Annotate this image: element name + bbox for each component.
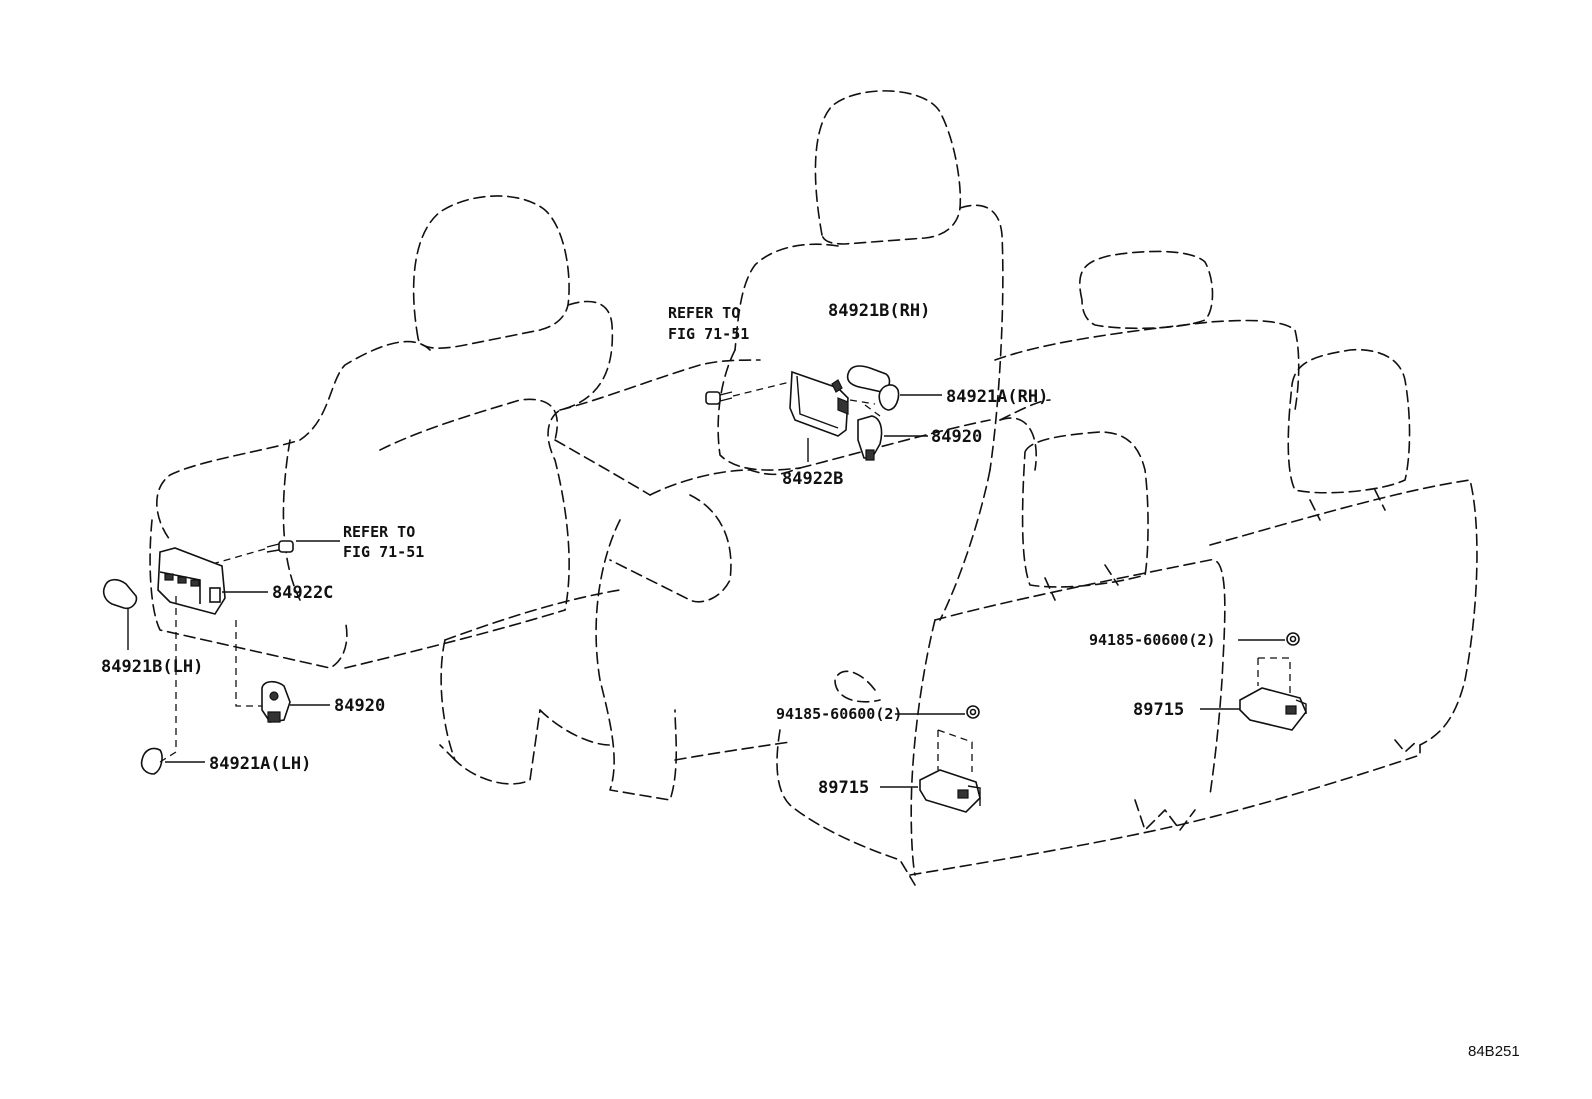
bracket-84922b: [789, 370, 849, 437]
cover-84921b-rh: [846, 365, 891, 393]
refer-to-label-left-line1: REFER TO: [343, 523, 415, 541]
label-94185-right: 94185-60600(2): [1089, 631, 1215, 649]
bolt-left: [266, 540, 294, 553]
label-84920-rh: 84920: [931, 427, 982, 447]
label-84921b-rh: 84921B(RH): [828, 301, 930, 321]
module-89715-left: [919, 769, 981, 813]
cover-84921a-rh: [878, 384, 900, 411]
label-84921a-lh: 84921A(LH): [209, 754, 311, 774]
refer-to-label-top-line1: REFER TO: [668, 304, 740, 322]
refer-to-label-left-line2: FIG 71-51: [343, 543, 424, 561]
label-84920-lh: 84920: [334, 696, 385, 716]
rear-bench: [776, 250, 1478, 886]
cover-84921a-lh: [140, 747, 163, 775]
label-89715-right: 89715: [1133, 700, 1184, 720]
label-84921a-rh: 84921A(RH): [946, 387, 1048, 407]
label-84921b-lh: 84921B(LH): [101, 657, 203, 677]
switch-84920-rh: [857, 415, 883, 461]
label-84922c: 84922C: [272, 583, 333, 603]
figure-code: 84B251: [1468, 1043, 1520, 1060]
module-89715-right: [1239, 687, 1307, 731]
label-94185-left: 94185-60600(2): [776, 705, 902, 723]
nut-94185-right: [1286, 632, 1300, 646]
label-84922b: 84922B: [782, 469, 843, 489]
bolt-top: [705, 391, 733, 405]
label-89715-left: 89715: [818, 778, 869, 798]
left-front-seat: [149, 195, 614, 669]
refer-to-label-top-line2: FIG 71-51: [668, 325, 749, 343]
switch-panel-84922c: [157, 547, 226, 615]
switch-84920-lh: [261, 680, 291, 723]
cover-84921b-lh: [102, 578, 138, 610]
nut-94185-left: [966, 705, 980, 719]
middle-seat: [439, 90, 1004, 801]
